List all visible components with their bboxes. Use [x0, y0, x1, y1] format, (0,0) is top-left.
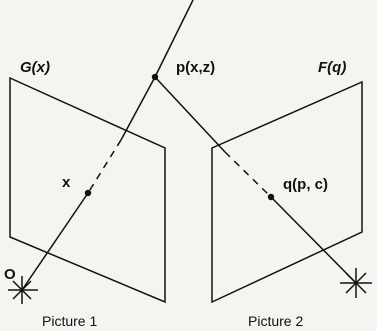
ray-p-to-plane2	[154, 76, 226, 153]
point-q	[267, 193, 275, 201]
ray-behind-plane1	[87, 139, 122, 194]
label-origin: O	[4, 266, 16, 283]
ray-q-to-camera2	[270, 196, 357, 284]
ray-behind-plane2	[224, 151, 272, 198]
point-p	[151, 73, 159, 81]
label-p-xz: p(x,z)	[176, 59, 215, 76]
label-g-of-x: G(x)	[20, 59, 50, 76]
camera-origin-marker	[8, 276, 38, 304]
camera-2-marker	[340, 268, 372, 298]
ray-x-to-origin	[21, 192, 89, 291]
left-image-plane	[9, 76, 166, 304]
ray-p-to-plane1	[120, 76, 156, 141]
right-image-plane	[211, 80, 363, 304]
caption-picture-2: Picture 2	[248, 313, 303, 329]
label-f-of-q: F(q)	[318, 59, 346, 76]
ray-top-to-p	[154, 0, 194, 78]
label-x: x	[62, 174, 71, 191]
label-q-pc: q(p, c)	[283, 176, 328, 193]
point-x	[84, 189, 92, 197]
caption-picture-1: Picture 1	[42, 313, 97, 329]
